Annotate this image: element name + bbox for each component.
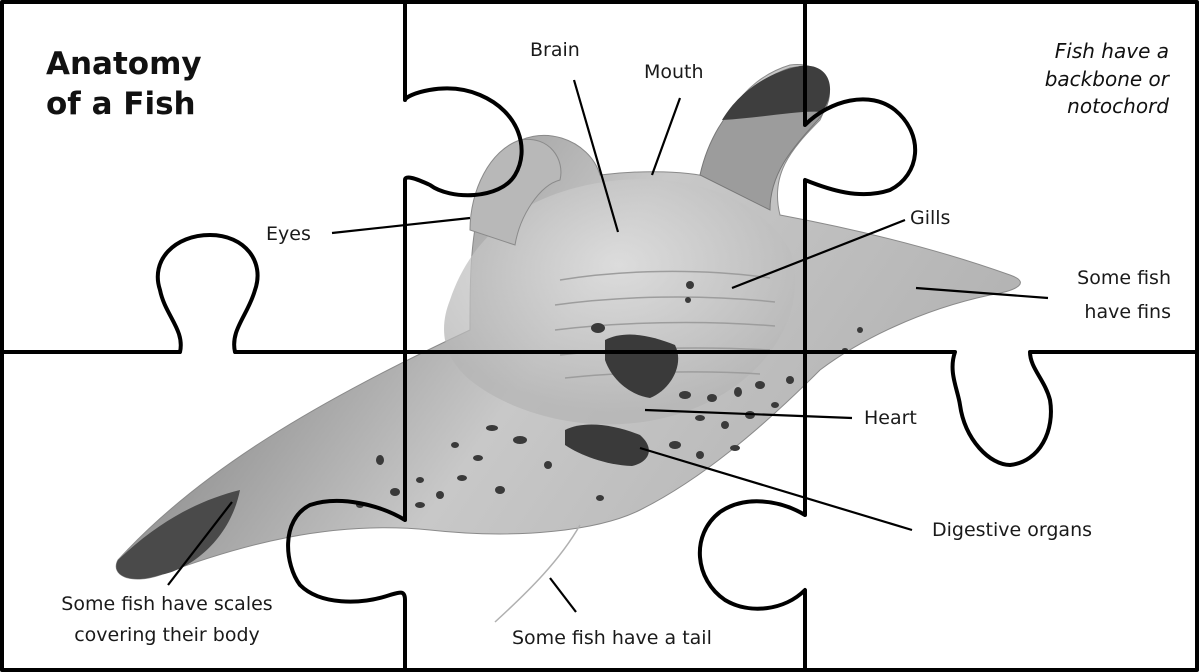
leader-digestive: [640, 448, 912, 530]
fins-line-2: have fins: [1077, 300, 1171, 325]
label-brain: Brain: [530, 38, 580, 63]
label-heart: Heart: [864, 406, 917, 431]
note-line-1: Fish have a: [1045, 38, 1169, 66]
note-line-2: backbone or: [1045, 66, 1169, 94]
note-line-3: notochord: [1045, 93, 1169, 121]
backbone-note: Fish have a backbone or notochord: [1045, 38, 1169, 121]
title-line-1: Anatomy: [46, 44, 202, 84]
label-scales: Some fish have scales covering their bod…: [42, 592, 292, 647]
leader-tail: [550, 578, 576, 612]
title-line-2: of a Fish: [46, 84, 202, 124]
label-gills: Gills: [910, 206, 950, 231]
manta-ray-illustration: [116, 64, 1020, 622]
label-mouth: Mouth: [644, 60, 704, 85]
leader-mouth: [652, 98, 680, 175]
scales-line-1: Some fish have scales: [42, 592, 292, 617]
label-digestive: Digestive organs: [932, 518, 1092, 543]
ray-tail: [495, 525, 580, 622]
label-fins: Some fish have fins: [1077, 266, 1171, 324]
scales-line-2: covering their body: [42, 623, 292, 648]
label-eyes: Eyes: [266, 222, 311, 247]
leader-eyes: [332, 218, 470, 233]
page-title: Anatomy of a Fish: [46, 44, 202, 125]
label-tail: Some fish have a tail: [512, 626, 712, 651]
fins-line-1: Some fish: [1077, 266, 1171, 291]
